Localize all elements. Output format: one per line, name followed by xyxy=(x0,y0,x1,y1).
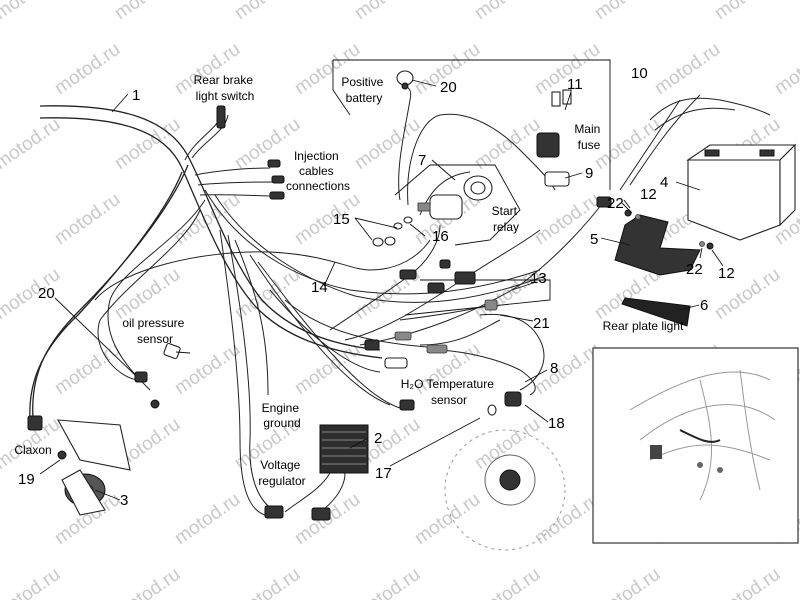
callout-4: 4 xyxy=(660,174,668,191)
watermark-text: motod.ru xyxy=(231,564,304,600)
watermark-text: motod.ru xyxy=(651,39,724,99)
label-voltage-regulator: Voltage regulator xyxy=(258,458,305,488)
watermark-text: motod.ru xyxy=(711,0,784,24)
text-labels: Rear brake light switch Positive battery… xyxy=(14,73,684,488)
watermark-text: motod.ru xyxy=(771,39,800,99)
bracket-left xyxy=(332,60,351,116)
callout-12b: 12 xyxy=(718,265,735,282)
watermark-text: motod.ru xyxy=(711,564,784,600)
callout-6: 6 xyxy=(700,297,708,314)
callout-10: 10 xyxy=(631,65,648,82)
positive-battery-terminal xyxy=(396,70,414,90)
injection-connectors xyxy=(267,159,285,200)
oil-pressure-sensor xyxy=(134,342,181,409)
callout-3: 3 xyxy=(120,492,128,509)
callout-19: 19 xyxy=(18,471,35,488)
callout-7: 7 xyxy=(418,152,426,169)
callout-22a: 22 xyxy=(607,195,624,212)
callout-20b: 20 xyxy=(440,79,457,96)
label-h2o: H₂O Temperature sensor xyxy=(401,377,497,407)
callout-14: 14 xyxy=(311,279,328,296)
label-engine-ground: Engine ground xyxy=(262,401,303,430)
label-claxon: Claxon xyxy=(14,443,51,457)
h2o-temperature-sensor xyxy=(399,391,522,416)
watermark-text: motod.ru xyxy=(351,114,424,174)
watermark-text: motod.ru xyxy=(0,564,64,600)
screws xyxy=(624,209,714,250)
callout-numbers: 1 2 3 4 5 6 7 8 9 10 11 12 12 13 14 15 1… xyxy=(18,65,735,509)
washers xyxy=(372,216,413,247)
callout-21: 21 xyxy=(533,315,550,332)
watermark-text: motod.ru xyxy=(351,0,424,24)
bracket-13 xyxy=(404,279,551,316)
watermark-text: motod.ru xyxy=(591,0,664,24)
watermark-text: motod.ru xyxy=(51,189,124,249)
start-relay xyxy=(417,175,493,220)
callout-8: 8 xyxy=(550,360,558,377)
inset-detail xyxy=(592,347,799,544)
callout-9: 9 xyxy=(585,165,593,182)
rear-plate-light xyxy=(621,297,691,327)
watermark-text: motod.ru xyxy=(231,0,304,24)
watermark-text: motod.ru xyxy=(0,114,64,174)
callout-22b: 22 xyxy=(686,261,703,278)
watermark-text: motod.ru xyxy=(51,39,124,99)
claxon-horn xyxy=(57,419,131,516)
callout-15: 15 xyxy=(333,211,350,228)
main-fuse xyxy=(536,89,572,187)
relay-bracket xyxy=(394,164,521,246)
callout-11: 11 xyxy=(567,76,583,93)
voltage-regulator xyxy=(264,424,369,521)
watermark-text: motod.ru xyxy=(591,564,664,600)
callout-18: 18 xyxy=(548,415,565,432)
harness-connectors xyxy=(364,196,612,369)
callout-1: 1 xyxy=(132,87,140,104)
callout-20a: 20 xyxy=(38,285,55,302)
connector-claxon xyxy=(27,415,43,431)
label-main-fuse: Main fuse xyxy=(574,122,603,152)
watermark-text: motod.ru xyxy=(171,489,244,549)
label-rear-brake: Rear brake light switch xyxy=(194,73,257,103)
rear-brake-switch xyxy=(216,105,226,129)
watermark-text: motod.ru xyxy=(351,564,424,600)
battery xyxy=(686,143,797,241)
watermark-text: motod.ru xyxy=(111,0,184,24)
engine-cover xyxy=(444,429,566,551)
label-positive-battery: Positive battery xyxy=(341,75,386,105)
watermark-text: motod.ru xyxy=(0,39,4,99)
watermark-text: motod.ru xyxy=(291,189,364,249)
label-start-relay: Start relay xyxy=(492,204,521,234)
callout-12a: 12 xyxy=(640,186,657,203)
watermark-text: motod.ru xyxy=(171,339,244,399)
callout-16: 16 xyxy=(432,228,449,245)
callout-13: 13 xyxy=(530,270,547,287)
callout-5: 5 xyxy=(590,231,598,248)
watermark-text: motod.ru xyxy=(51,339,124,399)
watermark-text: motod.ru xyxy=(0,489,4,549)
label-rear-plate-light: Rear plate light xyxy=(603,319,684,333)
watermark-text: motod.ru xyxy=(411,489,484,549)
watermark-text: motod.ru xyxy=(471,564,544,600)
watermark-text: motod.ru xyxy=(111,114,184,174)
watermark-text: motod.ru xyxy=(111,564,184,600)
bracket xyxy=(614,214,701,276)
watermark-text: motod.ru xyxy=(0,189,4,249)
label-oil-pressure: oil pressure sensor xyxy=(122,316,187,346)
watermark-text: motod.ru xyxy=(471,0,544,24)
watermark-text: motod.ru xyxy=(0,339,4,399)
watermark-text: motod.ru xyxy=(471,414,544,474)
battery-holder-wiring xyxy=(619,94,771,191)
callout-2: 2 xyxy=(374,430,382,447)
leader-lines xyxy=(39,79,724,501)
battery-group-bracket xyxy=(333,59,611,190)
label-injection: Injection cables connections xyxy=(286,149,350,193)
watermark-text: motod.ru xyxy=(0,0,64,24)
callout-17: 17 xyxy=(375,465,392,482)
